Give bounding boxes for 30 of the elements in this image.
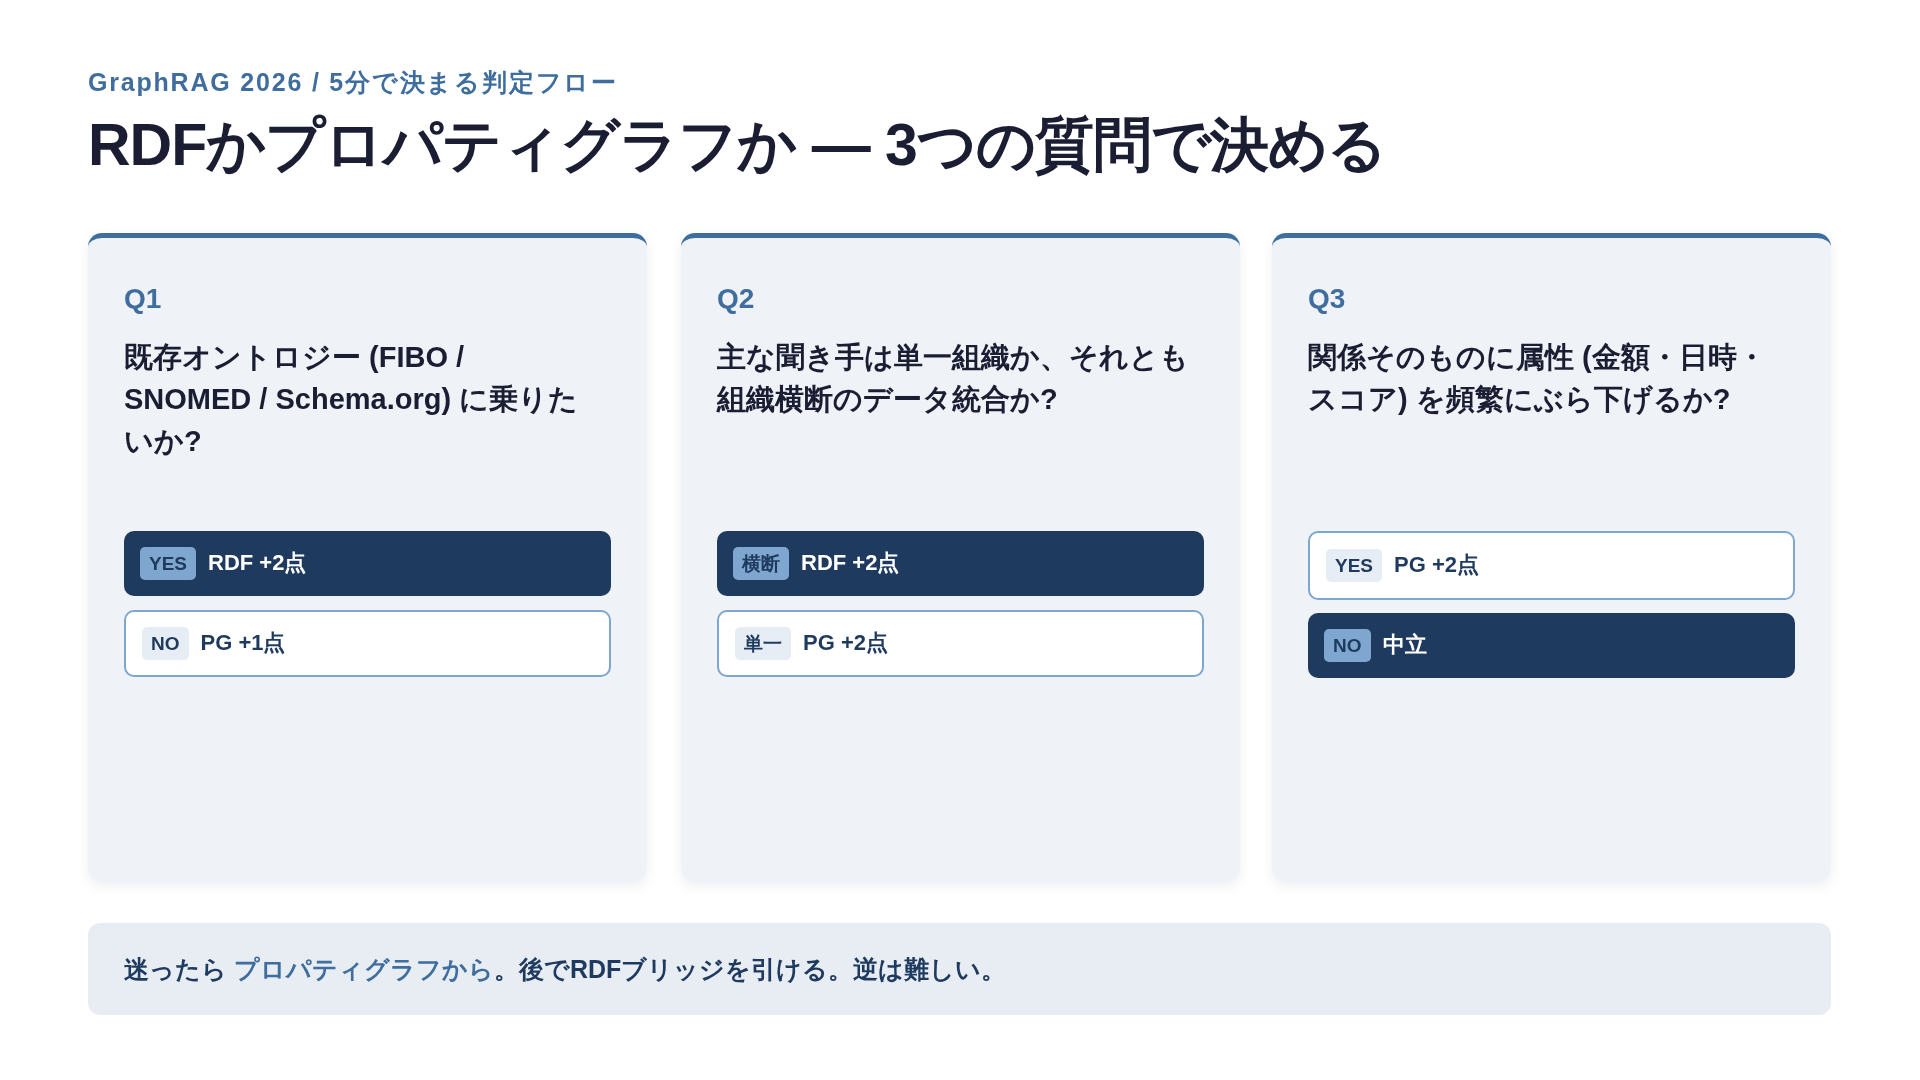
answer-tag: YES: [1326, 548, 1383, 583]
question-text: 関係そのものに属性 (金額・日時・スコア) を頻繁にぶら下げるか?: [1308, 340, 1767, 417]
question-text: 主な聞き手は単一組織か、それとも組織横断のデータ統合か?: [717, 340, 1190, 417]
highlighted-answer-option: [124, 531, 611, 596]
answer-tag: 横断: [733, 546, 789, 581]
answer-tag: NO: [1324, 628, 1371, 663]
highlighted-answer-option: [717, 531, 1204, 596]
title: RDFかプロパティグラフか — 3つの質問で決める: [88, 111, 1386, 180]
answer-tag: 単一: [735, 626, 791, 661]
answer-text: PG +2点: [1394, 552, 1479, 579]
answer-text: RDF +2点: [208, 550, 307, 577]
question-number: Q2: [717, 282, 755, 316]
answer-tag: NO: [142, 626, 189, 661]
answer-text: RDF +2点: [801, 550, 900, 577]
question-number: Q3: [1308, 282, 1346, 316]
answer-text: PG +2点: [803, 630, 888, 657]
question-text: 既存オントロジー (FIBO / SNOMED / Schema.org) に乗りたいか?: [124, 340, 580, 459]
highlighted-answer-option: [1308, 613, 1795, 678]
answer-text: PG +1点: [200, 630, 286, 657]
answer-text: 中立: [1382, 632, 1427, 659]
kicker-text: GraphRAG 2026 / 5分で決まる判定フロー: [88, 67, 619, 97]
question-card: [88, 233, 647, 882]
question-number: Q1: [124, 282, 162, 316]
answer-option: [1308, 531, 1795, 600]
note-text: 迷ったら プロパティグラフから。後でRDFブリッジを引ける。逆は難しい。: [124, 954, 1007, 984]
question-card: [681, 233, 1240, 882]
answer-tag: YES: [140, 546, 197, 581]
question-card: [1272, 233, 1831, 882]
answer-option: [717, 610, 1204, 677]
answer-option: [124, 610, 611, 677]
